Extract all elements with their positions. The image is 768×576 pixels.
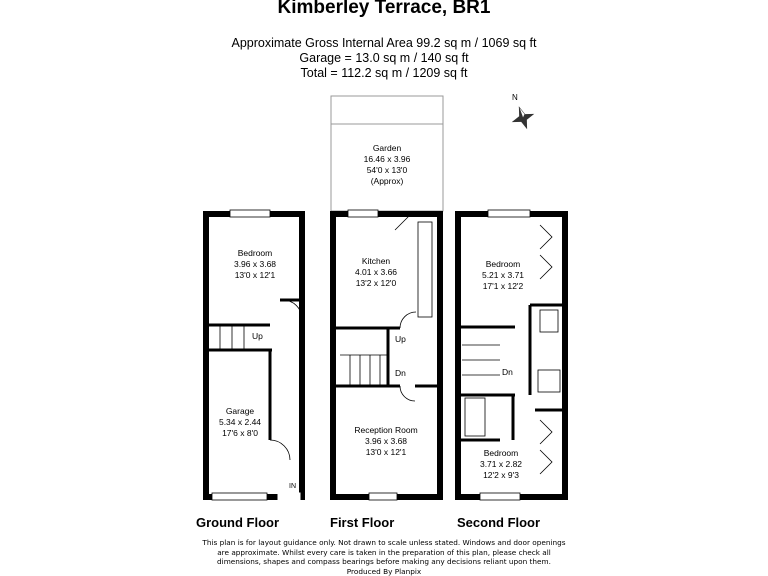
ground-stairs [219, 299, 303, 461]
room-name: Bedroom [485, 259, 521, 269]
second-bedroom1-label: Bedroom 5.21 x 3.71 17'1 x 12'2 [482, 259, 524, 292]
room-imperial: 17'6 x 8'0 [222, 428, 258, 438]
garden-note: (Approx) [370, 176, 404, 186]
second-bedroom2-label: Bedroom 3.71 x 2.82 12'2 x 9'3 [480, 448, 522, 481]
second-stairs-down: Dn [502, 367, 513, 377]
garage-area: Garage = 13.0 sq m / 140 sq ft [299, 51, 469, 65]
garage-label: Garage 5.34 x 2.44 17'6 x 8'0 [219, 406, 261, 439]
garden-imperial: 54'0 x 13'0 [366, 165, 408, 175]
disclaimer-line: dimensions, shapes and compass bearings … [217, 557, 551, 566]
garden-label: Garden 16.46 x 3.96 54'0 x 13'0 (Approx) [364, 143, 411, 187]
room-imperial: 13'0 x 12'1 [234, 270, 276, 280]
garden-name: Garden [372, 143, 402, 153]
first-stairs-up: Up [395, 334, 406, 344]
disclaimer-line: This plan is for layout guidance only. N… [202, 538, 566, 547]
total-area: Total = 112.2 sq m / 1209 sq ft [300, 66, 468, 80]
disclaimer: This plan is for layout guidance only. N… [0, 538, 768, 576]
disclaimer-line: are approximate. Whilst every care is ta… [217, 547, 551, 557]
first-stairs-down: Dn [395, 368, 406, 378]
entrance-label: IN [289, 483, 296, 490]
room-metric: 3.71 x 2.82 [479, 459, 523, 469]
room-name: Bedroom [483, 448, 519, 458]
ground-floor-label: Ground Floor [196, 515, 280, 530]
room-metric: 3.96 x 3.68 [233, 259, 277, 269]
first-stairs [340, 214, 433, 402]
compass-north-label: N [512, 93, 518, 102]
room-metric: 5.21 x 3.71 [481, 270, 525, 280]
room-name: Bedroom [237, 248, 273, 258]
ground-stairs-up: Up [252, 331, 263, 341]
room-metric: 4.01 x 3.66 [354, 267, 398, 277]
ground-bedroom-label: Bedroom 3.96 x 3.68 13'0 x 12'1 [234, 248, 276, 281]
room-metric: 3.96 x 3.68 [364, 436, 408, 446]
room-name: Reception Room [354, 425, 418, 435]
reception-label: Reception Room 3.96 x 3.68 13'0 x 12'1 [354, 425, 417, 458]
room-name: Garage [225, 406, 255, 416]
compass-icon [511, 106, 535, 130]
gross-area: Approximate Gross Internal Area 99.2 sq … [231, 36, 537, 50]
first-floor-label: First Floor [330, 515, 395, 530]
room-metric: 5.34 x 2.44 [218, 417, 262, 427]
second-floor-label: Second Floor [457, 515, 541, 530]
plan-title: Kimberley Terrace, BR1 [277, 0, 491, 18]
producer-credit: Produced By Planpix [346, 566, 422, 576]
room-imperial: 12'2 x 9'3 [483, 470, 519, 480]
room-imperial: 13'0 x 12'1 [365, 447, 407, 457]
room-name: Kitchen [361, 256, 391, 266]
kitchen-label: Kitchen 4.01 x 3.66 13'2 x 12'0 [355, 256, 397, 289]
room-imperial: 17'1 x 12'2 [482, 281, 524, 291]
garden-metric: 16.46 x 3.96 [363, 154, 411, 164]
room-imperial: 13'2 x 12'0 [355, 278, 397, 288]
